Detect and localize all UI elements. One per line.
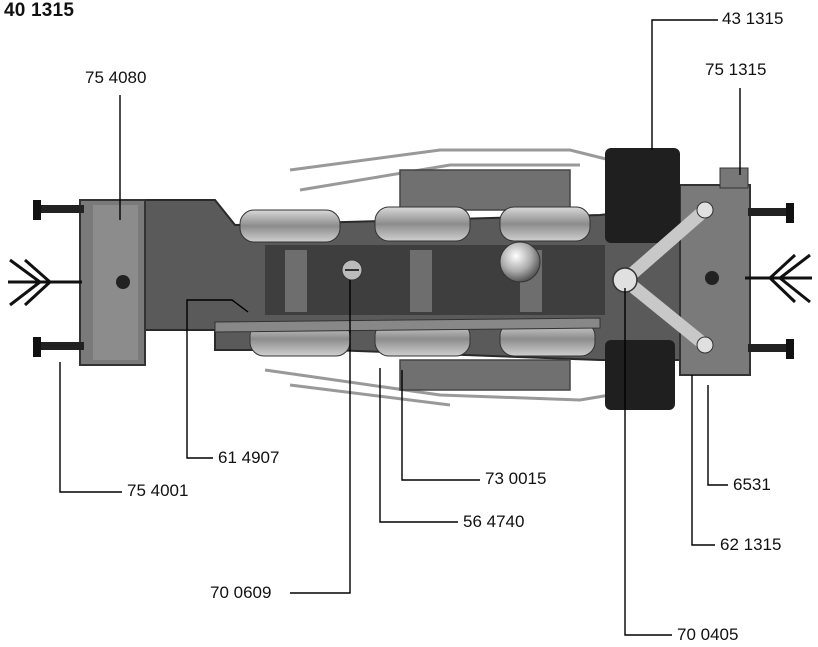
- label-70-0405: 70 0405: [677, 625, 739, 644]
- upper-wheels: [239, 206, 591, 243]
- label-75-4001: 75 4001: [127, 481, 189, 500]
- pivot-arm: [612, 201, 714, 354]
- lower-linkage: [264, 359, 611, 407]
- label-75-1315: 75 1315: [705, 60, 767, 79]
- rear-buffer-beam: [8, 199, 146, 366]
- diagram-title: 40 1315: [4, 0, 75, 21]
- label-73-0015: 73 0015: [485, 469, 547, 488]
- label-62-1315: 62 1315: [720, 535, 782, 554]
- label-75-4080: 75 4080: [85, 68, 147, 87]
- label-61-4907: 61 4907: [218, 448, 280, 467]
- lower-wheels: [214, 317, 601, 357]
- center-screw: [341, 259, 363, 281]
- upper-linkage: [289, 148, 611, 211]
- label-56-4740: 56 4740: [463, 512, 525, 531]
- motor-block: [605, 148, 680, 410]
- label-6531: 6531: [733, 475, 771, 494]
- label-70-0609: 70 0609: [210, 583, 272, 602]
- leader-lines: [59, 19, 741, 636]
- motor-bearing: [499, 241, 541, 283]
- label-43-1315: 43 1315: [722, 9, 784, 28]
